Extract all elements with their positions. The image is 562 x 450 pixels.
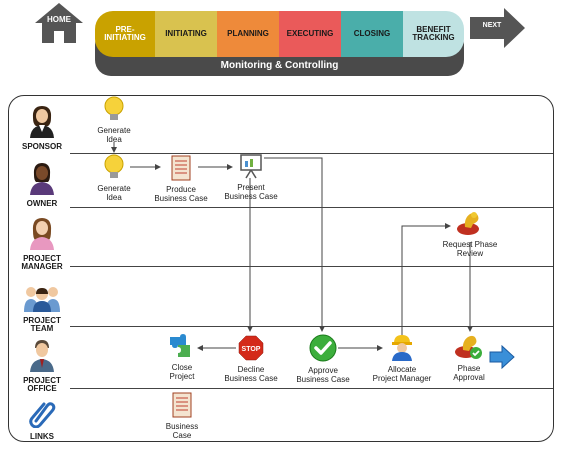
document-icon [172, 392, 192, 418]
project-office-avatar-icon [30, 340, 54, 372]
home-icon [35, 3, 83, 43]
project-manager-avatar-icon [30, 218, 54, 250]
arrow-allocate-to-request [401, 223, 451, 336]
worker-hardhat-icon [392, 335, 412, 361]
stage-planning[interactable]: PLANNING [217, 11, 279, 57]
monitoring-controlling-label[interactable]: Monitoring & Controlling [220, 60, 339, 71]
lightbulb-icon [104, 96, 124, 120]
swimlane-diagram [8, 95, 554, 442]
checkmark-circle-icon [309, 334, 337, 362]
role-owner: OWNER [14, 161, 70, 208]
approved-seal-icon [455, 335, 482, 359]
next-label: NEXT [482, 22, 502, 29]
home-button[interactable]: HOME [34, 2, 84, 44]
lane-divider [70, 388, 553, 389]
role-sponsor: SPONSOR [14, 104, 70, 151]
presentation-board-icon [240, 154, 262, 179]
lightbulb-icon [104, 154, 124, 178]
paperclip-icon [29, 402, 56, 429]
businesswoman-avatar-icon [30, 106, 54, 138]
next-button[interactable]: NEXT [470, 8, 526, 48]
svg-text:STOP: STOP [242, 346, 261, 353]
arrow-present-to-approve [264, 157, 325, 332]
next-phase-arrow-icon[interactable] [489, 344, 515, 374]
lane-divider [70, 207, 553, 208]
home-label: HOME [47, 15, 71, 24]
stage-initiating[interactable]: INITIATING [155, 11, 217, 57]
puzzle-pieces-icon [170, 334, 190, 357]
lane-divider [70, 153, 553, 154]
role-links: LINKS [14, 398, 70, 441]
lane-divider [70, 266, 553, 267]
stage-pre-initiating[interactable]: PRE-INITIATING [95, 11, 155, 57]
seal-stamp-icon [457, 212, 479, 235]
stop-sign-icon: STOP [238, 335, 264, 361]
lane-divider [70, 326, 553, 327]
process-stage-bar: Monitoring & Controlling PRE-INITIATING … [95, 11, 464, 76]
owner-avatar-icon [30, 163, 54, 195]
project-team-avatar-icon [24, 287, 60, 312]
stage-executing[interactable]: EXECUTING [279, 11, 341, 57]
next-arrow-icon [470, 8, 525, 48]
stage-closing[interactable]: CLOSING [341, 11, 403, 57]
document-icon [171, 155, 191, 181]
